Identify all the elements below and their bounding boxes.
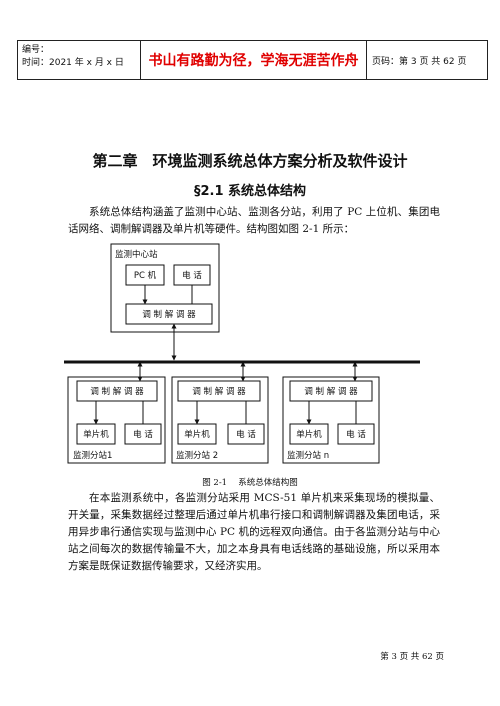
substation-1-box bbox=[67, 376, 166, 464]
chapter-title: 第二章 环境监测系统总体方案分析及软件设计 bbox=[92, 152, 408, 170]
phone-label: 电 话 bbox=[182, 270, 202, 281]
sub1-phone-label: 电 话 bbox=[133, 429, 153, 440]
center-station-box bbox=[110, 243, 220, 333]
center-modem-box bbox=[125, 303, 213, 325]
time-label: 时间：2021 年 x 月 x 日 bbox=[22, 58, 124, 68]
sub2-modem-label: 调 制 解 调 器 bbox=[192, 386, 246, 397]
substation-2-box bbox=[171, 376, 269, 464]
paragraph-intro: 系统总体结构涵盖了监测中心站、监测各分站，利用了 PC 上位机、集团电话网络、调… bbox=[68, 206, 440, 235]
pc-label: PC 机 bbox=[134, 270, 157, 281]
header-left-cell: 编号： 时间：2021 年 x 月 x 日 bbox=[18, 41, 141, 79]
sub1-label: 监测分站1 bbox=[73, 450, 112, 461]
subn-modem-label: 调 制 解 调 器 bbox=[304, 386, 358, 397]
number-label: 编号： bbox=[22, 45, 50, 55]
sub1-mcu-label: 单片机 bbox=[83, 429, 109, 440]
sub2-label: 监测分站 2 bbox=[176, 450, 218, 461]
substation-n-box bbox=[282, 376, 380, 464]
figure-caption: 图 2-1 系统总体结构图 bbox=[202, 478, 298, 488]
page-header: 编号： 时间：2021 年 x 月 x 日 书山有路勤为径，学海无涯苦作舟 页码… bbox=[17, 40, 488, 80]
header-slogan: 书山有路勤为径，学海无涯苦作舟 bbox=[141, 41, 367, 79]
subn-mcu-label: 单片机 bbox=[296, 429, 322, 440]
sub2-phone-label: 电 话 bbox=[236, 429, 256, 440]
subn-label: 监测分站 n bbox=[287, 450, 329, 461]
sub1-modem-label: 调 制 解 调 器 bbox=[90, 386, 144, 397]
center-modem-label: 调 制 解 调 器 bbox=[142, 309, 196, 320]
paragraph-body: 在本监测系统中，各监测分站采用 MCS-51 单片机来采集现场的模拟量、开关量，… bbox=[68, 492, 440, 572]
sub2-mcu-label: 单片机 bbox=[184, 429, 210, 440]
header-page-info: 页码：第 3 页 共 62 页 bbox=[372, 56, 467, 67]
page-footer: 第 3 页 共 62 页 bbox=[380, 652, 444, 662]
center-station-label: 监测中心站 bbox=[115, 249, 158, 260]
section-title: §2.1 系统总体结构 bbox=[193, 184, 307, 199]
subn-phone-label: 电 话 bbox=[346, 429, 366, 440]
